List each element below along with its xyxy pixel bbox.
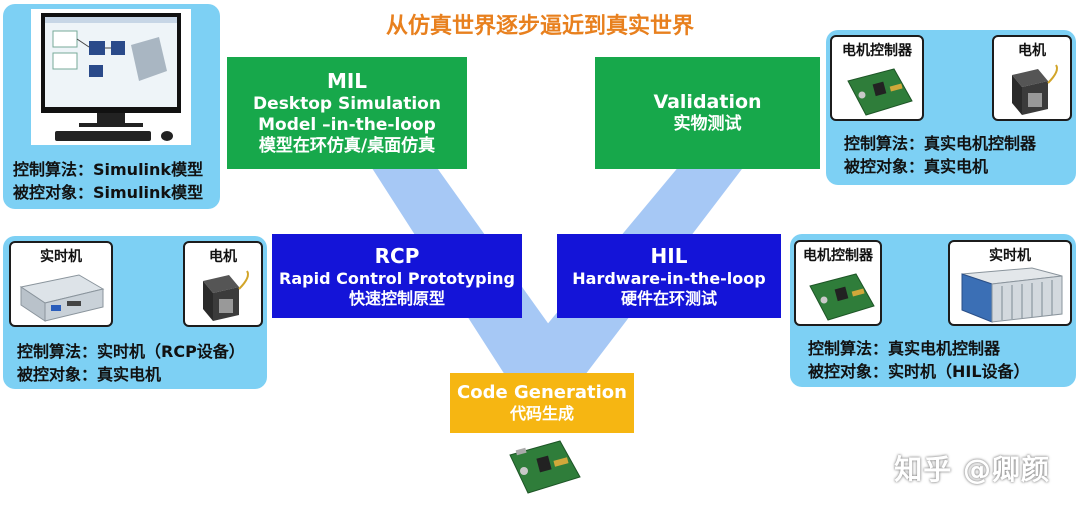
mil-setup-panel: 控制算法：Simulink模型 被控对象：Simulink模型 bbox=[3, 4, 220, 209]
validation-plant-text: 被控对象：真实电机 bbox=[844, 157, 989, 176]
rcp-control-algorithm-text: 控制算法：实时机（RCP设备） bbox=[17, 342, 245, 361]
mil-heading: MIL bbox=[326, 68, 368, 93]
realtime-machine-label: 实时机 bbox=[989, 248, 1031, 264]
motor-label: 电机 bbox=[1018, 43, 1046, 59]
desktop-computer-image bbox=[31, 9, 191, 145]
stepper-motor-image bbox=[203, 270, 249, 321]
validation-heading: Validation bbox=[653, 90, 762, 113]
mil-subtitle: Desktop Simulation bbox=[253, 93, 441, 114]
mil-plant-text: 被控对象：Simulink模型 bbox=[13, 183, 204, 202]
mil-subtitle-2: Model –in-the-loop bbox=[258, 114, 436, 135]
controller-board-image bbox=[847, 68, 913, 116]
realtime-machine-label: 实时机 bbox=[40, 249, 82, 265]
hil-box: HIL Hardware-in-the-loop 硬件在环测试 bbox=[557, 234, 781, 318]
rcp-plant-text: 被控对象：真实电机 bbox=[17, 365, 162, 384]
mil-control-algorithm-text: 控制算法：Simulink模型 bbox=[13, 160, 204, 179]
rcp-setup-panel: 实时机 电机 控制算法：实时机（RCP设备） 被控对象：真实电机 bbox=[3, 236, 267, 389]
rcp-heading: RCP bbox=[374, 243, 420, 268]
validation-box: Validation 实物测试 bbox=[595, 57, 820, 169]
validation-chinese: 实物测试 bbox=[673, 114, 742, 135]
rcp-subtitle: Rapid Control Prototyping bbox=[279, 268, 515, 288]
realtime-machine-box: 实时机 bbox=[9, 241, 113, 327]
motor-controller-label: 电机控制器 bbox=[803, 248, 873, 264]
hil-chassis-image bbox=[961, 267, 1063, 323]
motor-box: 电机 bbox=[992, 35, 1072, 121]
validation-setup-panel: 电机控制器 电机 控制算法：真实电机控制器 被控对象：真实电机 bbox=[826, 30, 1076, 185]
motor-controller-label: 电机控制器 bbox=[842, 43, 912, 59]
validation-control-algorithm-text: 控制算法：真实电机控制器 bbox=[844, 134, 1037, 153]
mil-chinese: 模型在环仿真/桌面仿真 bbox=[258, 136, 436, 157]
hil-subtitle: Hardware-in-the-loop bbox=[572, 268, 766, 288]
realtime-machine-box: 实时机 bbox=[948, 240, 1072, 326]
hil-chinese: 硬件在环测试 bbox=[620, 288, 717, 308]
controller-board-image bbox=[509, 440, 581, 494]
hil-control-algorithm-text: 控制算法：真实电机控制器 bbox=[808, 339, 1001, 358]
motor-label: 电机 bbox=[209, 249, 237, 265]
diagram-title: 从仿真世界逐步逼近到真实世界 bbox=[385, 14, 694, 39]
rcp-chinese: 快速控制原型 bbox=[348, 288, 445, 308]
codegen-heading: Code Generation bbox=[457, 381, 627, 403]
codegen-chinese: 代码生成 bbox=[509, 404, 574, 424]
rcp-box: RCP Rapid Control Prototyping 快速控制原型 bbox=[272, 234, 522, 318]
watermark-text: 知乎 @卿颜 bbox=[894, 453, 1050, 486]
mil-box: MIL Desktop Simulation Model –in-the-loo… bbox=[227, 57, 467, 169]
stepper-motor-image bbox=[1012, 64, 1058, 115]
code-generation-box: Code Generation 代码生成 bbox=[450, 373, 634, 433]
hil-setup-panel: 电机控制器 实时机 控制算法：真实电机控制器 被控对象：实时机（HIL设备） bbox=[790, 234, 1076, 387]
motor-controller-box: 电机控制器 bbox=[830, 35, 924, 121]
realtime-machine-image bbox=[19, 274, 105, 322]
hil-plant-text: 被控对象：实时机（HIL设备） bbox=[808, 362, 1030, 381]
motor-box: 电机 bbox=[183, 241, 263, 327]
motor-controller-box: 电机控制器 bbox=[794, 240, 882, 326]
hil-heading: HIL bbox=[650, 243, 688, 268]
controller-board-image bbox=[809, 273, 875, 321]
